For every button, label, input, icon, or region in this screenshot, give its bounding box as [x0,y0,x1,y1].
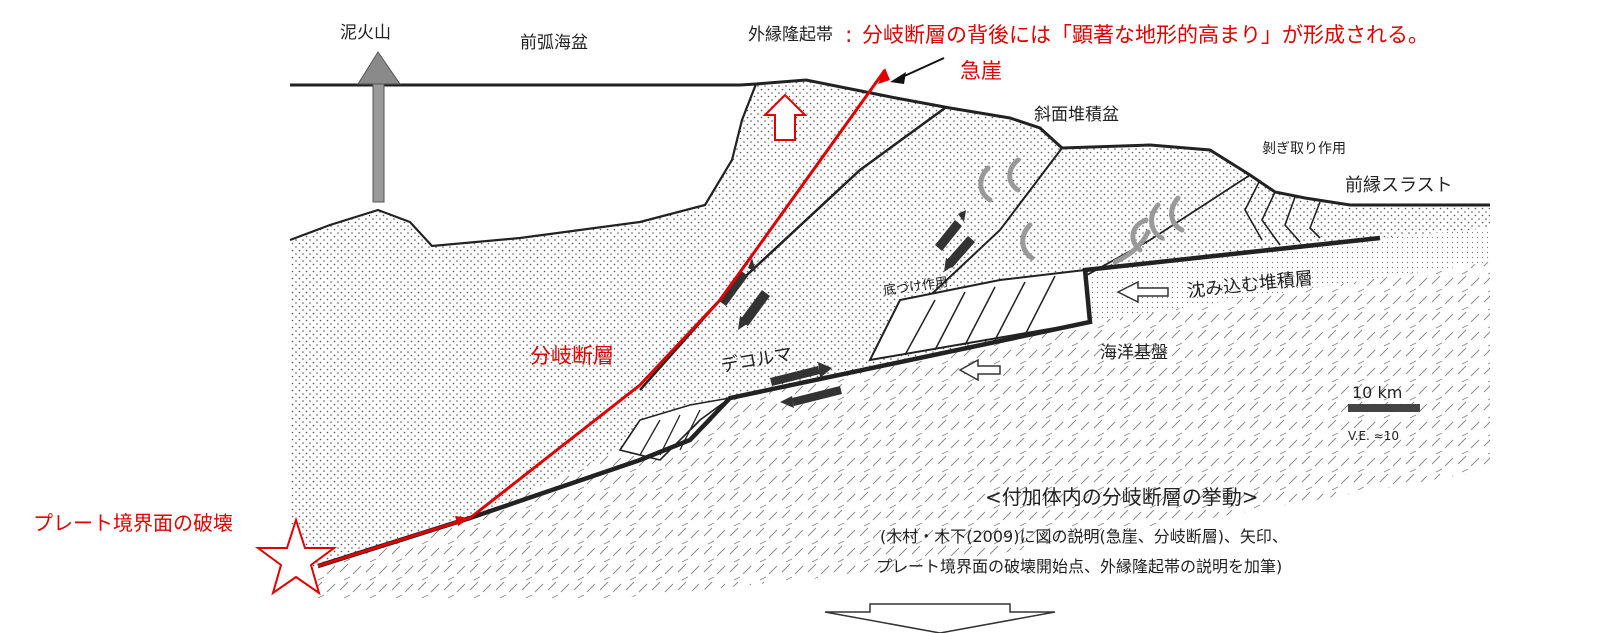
deformation-curves [978,157,1185,265]
vertical-exaggeration-label: V.E. ≈10 [1348,429,1399,443]
mud-volcano-conduit [372,83,385,203]
underplating-slices [904,275,1056,356]
scale-value-label: 10 km [1352,383,1402,402]
thrust-fault-line [919,147,1063,306]
fault-slip-arrows [718,210,975,408]
caption-note-line2: プレート境界面の破壊開始点、外縁隆起帯の説明を加筆) [876,557,1282,576]
thrust-fault-line [639,106,946,391]
mud-volcano-cone [357,51,401,85]
slope-basin-label: 斜面堆積盆 [1034,105,1119,125]
basin-floor-line [289,83,758,248]
offscraping-slices [1244,179,1321,246]
oceanic-basement-label: 海洋基盤 [1100,343,1168,363]
oceanic-basement-area [318,262,1490,600]
scarp-label: 急崖 [960,59,1002,83]
decollement-line [317,235,1381,569]
subduction-arrow-lower [958,358,1001,382]
forearc-basin-water [290,84,756,246]
subduction-arrow-upper [1116,280,1169,304]
thrust-fault-line [1059,174,1251,291]
outer-ridge-prefix-label: 外縁隆起帯 [748,25,833,45]
splay-fault-red-line [317,69,887,568]
offscraping-label: 剝ぎ取り作用 [1262,141,1346,157]
subducting-sediment-area [1085,228,1490,322]
splay-fault-arrowhead [878,68,890,84]
rupture-arrowhead [455,516,470,526]
caption-note-line1: (木村・木下(2009)に図の説明(急崖、分岐断層)、矢印、 [880,527,1288,546]
mud-volcano-label: 泥火山 [340,23,391,43]
bottom-down-arrow [824,603,1056,633]
plate-rupture-label: プレート境界面の破壊 [33,511,233,535]
scarp-pointer-head [890,72,906,84]
seafloor-profile-line [290,78,1490,207]
frontal-thrust-label: 前縁スラスト [1345,175,1453,196]
forearc-basin-label: 前弧海盆 [520,33,588,53]
scarp-pointer-line [899,57,945,79]
caption-title: <付加体内の分岐断層の挙動> [985,485,1259,509]
rupture-start-star-icon [254,516,338,596]
outer-ridge-colon: : [845,23,852,48]
outer-ridge-description: 分岐断層の背後には「顕著な地形的高まり」が形成される。 [862,23,1429,47]
scale-bar [1348,404,1420,412]
splay-fault-label: 分岐断層 [530,344,614,368]
uplift-arrow [762,93,808,141]
